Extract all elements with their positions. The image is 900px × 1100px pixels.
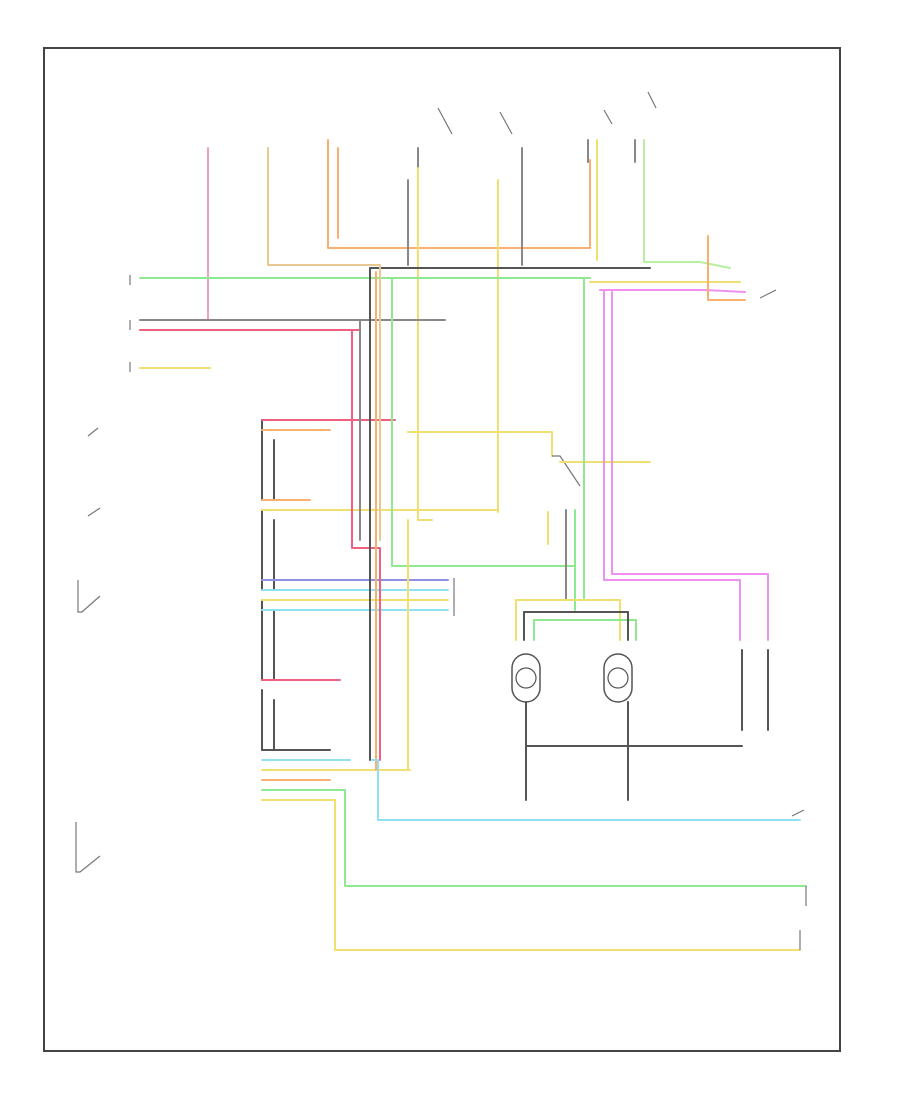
left-relays [75,427,101,873]
wire-rp-4 [707,255,746,301]
wire-red-v [351,329,381,761]
wire-sidemarker-left [603,289,741,641]
top-feeders [207,159,701,521]
connector-blocks [261,419,499,801]
wire-orange-bus [327,159,591,249]
wire-yellow-bottom [334,799,801,951]
wire-lamp-green [533,619,637,641]
wire-lightgreen-right [643,161,701,263]
bottom-switches [334,789,807,951]
sidemarker-lamps [603,289,769,731]
switch-top-3 [603,109,613,125]
switch-sensor [799,886,807,950]
switch-top-2 [499,111,513,135]
wire-sidemarker-ground [741,649,769,731]
top-connector-stubs [207,139,709,257]
wire-hs-1 [407,431,553,457]
wire-tan-feed [267,159,381,266]
switch-brake [791,809,805,817]
wire-rp-1 [699,261,731,269]
relay-sym-1 [87,427,99,437]
lamp-right-bulb [607,667,629,689]
harness-verticals [351,264,801,821]
lamp-assemblies [511,599,743,801]
wire-yellow-center [417,167,433,521]
main-bus [139,267,706,369]
headlight-switch [407,277,651,611]
wire-rp-3 [704,289,746,293]
relay-panel-connector [699,255,777,301]
switch-rp [759,289,777,299]
wire-sidemarker-right [611,291,769,641]
lamp-left-bulb [515,667,537,689]
wire-green-bottom [344,789,807,887]
diagram-frame [43,47,841,1052]
switch-top-1 [437,107,453,135]
relay-sym-3 [77,580,101,613]
top-switches [437,91,657,135]
wire-cyan-long [371,759,801,821]
switch-top-4 [647,91,657,109]
switch-hs [552,455,581,487]
wire-green-v [391,277,576,567]
wire-lamp-black [523,611,629,641]
relay-sym-4 [75,822,101,873]
relay-sym-2 [87,507,101,517]
